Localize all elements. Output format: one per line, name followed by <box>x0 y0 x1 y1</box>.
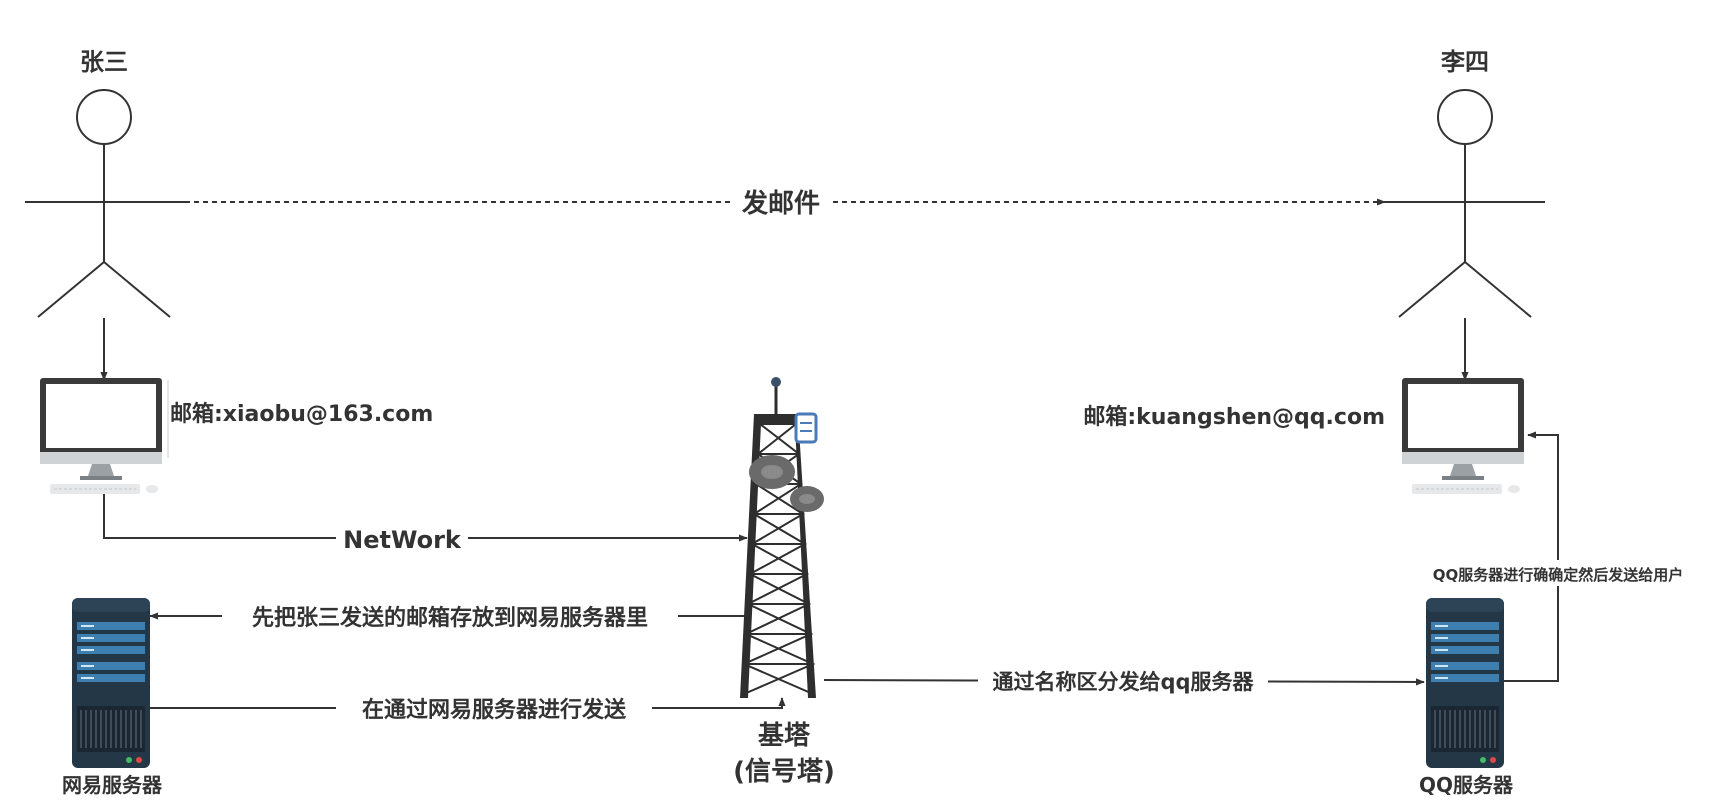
network-arrow <box>103 494 748 542</box>
person-zhangsan-icon <box>37 89 171 318</box>
store-netease-label: 先把张三发送的邮箱存放到网易服务器里 <box>252 605 648 631</box>
server-qq-icon <box>1425 597 1505 769</box>
tower-label-line2: (信号塔) <box>733 757 835 787</box>
by-name-label: 通过名称区分发给qq服务器 <box>992 670 1254 694</box>
person-lisi-icon <box>1398 89 1532 318</box>
signal-tower-icon <box>740 377 824 698</box>
server-left-label: 网易服务器 <box>62 773 163 797</box>
network-label: NetWork <box>343 526 462 554</box>
email-right-label: 邮箱:kuangshen@qq.com <box>1083 404 1385 430</box>
via-netease-label-bg <box>336 694 652 724</box>
via-netease-label: 在通过网易服务器进行发送 <box>362 697 626 723</box>
send-mail-label: 发邮件 <box>741 188 820 219</box>
email-left-label: 邮箱:xiaobu@163.com <box>170 401 433 427</box>
tower-label-line1: 基塔 <box>758 721 811 751</box>
network-label-bg <box>336 524 468 554</box>
computer-right-icon <box>1401 377 1525 495</box>
qq-confirm-arrow <box>1503 431 1559 682</box>
server-netease-icon <box>71 597 151 769</box>
qq-confirm-label: QQ服务器进行确确定然后发送给用户 <box>1433 566 1684 584</box>
by-name-label-bg <box>978 667 1268 695</box>
send-mail-label-bg <box>732 186 830 220</box>
store-netease-label-bg <box>222 602 678 632</box>
server-right-label: QQ服务器 <box>1419 773 1514 797</box>
user-right-label: 李四 <box>1441 48 1489 76</box>
qq-confirm-label-bg <box>1412 560 1706 586</box>
computer-left-icon <box>39 377 163 495</box>
user-left-label: 张三 <box>80 48 128 76</box>
